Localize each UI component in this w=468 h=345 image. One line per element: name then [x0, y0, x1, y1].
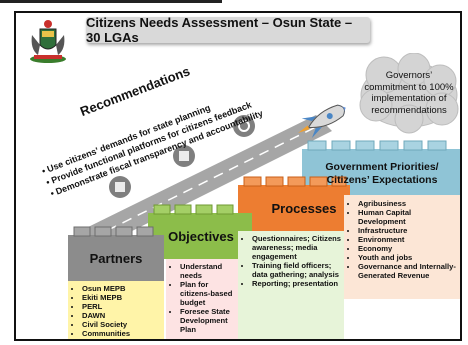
list-item: Osun MEPB: [82, 284, 164, 293]
objectives-brick: [148, 204, 252, 259]
list-item: Plan for citizens-based budget: [180, 280, 238, 307]
processes-brick: [238, 176, 350, 231]
priorities-box: Agribusiness Human Capital Development I…: [344, 195, 460, 299]
partners-brick: [68, 226, 164, 281]
priorities-label-line2: Citizens’ Expectations: [326, 174, 438, 186]
objectives-label: Objectives: [168, 229, 234, 244]
list-item: Training field officers; data gathering;…: [252, 261, 344, 279]
list-item: Governance and Internally-Generated Reve…: [358, 262, 460, 280]
page-title: Citizens Needs Assessment – Osun State –…: [86, 15, 370, 45]
processes-box: Questionnaires; Citizens awareness; medi…: [238, 231, 344, 339]
coat-of-arms-icon: [30, 20, 66, 63]
list-item: Reporting; presentation: [252, 279, 344, 288]
list-item: DAWN: [82, 311, 164, 320]
list-item: Agribusiness: [358, 199, 460, 208]
list-item: Questionnaires; Citizens awareness; medi…: [252, 234, 344, 261]
processes-label: Processes: [271, 201, 337, 216]
partners-box: Osun MEPB Ekiti MEPB PERL DAWN Civil Soc…: [68, 281, 164, 339]
cloud-shape: [359, 53, 459, 134]
list-item: Communities: [82, 329, 164, 338]
staircase-bricks: [68, 140, 460, 281]
objectives-box: Understand needs Plan for citizens-based…: [166, 259, 238, 339]
list-item: Economy: [358, 244, 460, 253]
slide: Citizens Needs Assessment – Osun State –…: [14, 11, 462, 341]
partners-label: Partners: [89, 251, 143, 266]
list-item: Environment: [358, 235, 460, 244]
list-item: Youth and jobs: [358, 253, 460, 262]
list-item: Understand needs: [180, 262, 238, 280]
priorities-label: Government Priorities/ Citizens’ Expecta…: [306, 161, 458, 187]
priorities-label-line1: Government Priorities/: [325, 161, 439, 173]
list-item: PERL: [82, 302, 164, 311]
list-item: Ekiti MEPB: [82, 293, 164, 302]
list-item: Civil Society: [82, 320, 164, 329]
list-item: Human Capital Development: [358, 208, 460, 226]
list-item: Foresee State Development Plan: [180, 307, 238, 334]
top-rule: [0, 0, 222, 3]
commitment-cloud-text: Governors’ commitment to 100% implementa…: [364, 70, 454, 116]
list-item: Infrastructure: [358, 226, 460, 235]
